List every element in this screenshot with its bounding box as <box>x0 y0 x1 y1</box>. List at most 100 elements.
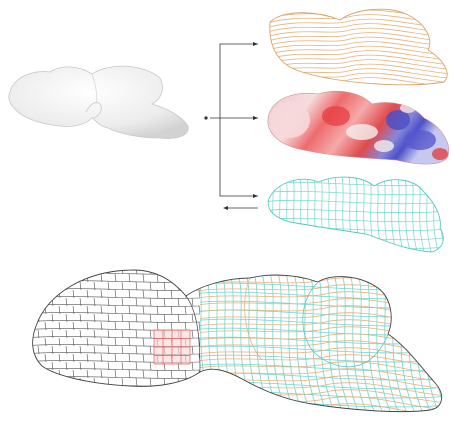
tile-joint <box>66 266 67 274</box>
tile-joint <box>213 338 214 346</box>
tile-joint <box>206 362 207 370</box>
mesh-line <box>439 172 447 258</box>
mesh-line <box>212 268 232 416</box>
mesh-line <box>436 268 451 416</box>
tile-joint <box>24 346 25 354</box>
mesh-line <box>411 172 419 258</box>
tile-joint <box>178 266 179 274</box>
contour-panel <box>262 9 451 87</box>
mesh-line <box>244 268 264 416</box>
mesh-line <box>262 245 450 248</box>
mesh-line <box>299 172 307 258</box>
tile-joint <box>73 274 74 282</box>
tile-joint <box>45 274 46 282</box>
arrow-to-contour <box>220 44 258 118</box>
mesh-line <box>252 268 272 416</box>
mesh-line <box>292 172 300 258</box>
mesh-line <box>348 268 368 416</box>
contour-line <box>180 383 451 396</box>
contour-line <box>180 376 451 389</box>
tile-joint <box>38 362 39 370</box>
tile-joint <box>38 266 39 274</box>
tile-joint <box>31 290 32 298</box>
tile-line <box>20 265 200 267</box>
arrowhead-mesh <box>253 194 258 198</box>
tile-joint <box>24 330 25 338</box>
tile-joint <box>31 274 32 282</box>
tile-joint <box>66 378 67 386</box>
tile-joint <box>24 314 25 322</box>
mesh-line <box>285 172 293 258</box>
tile-joint <box>185 386 186 394</box>
mesh-line <box>404 172 412 258</box>
mesh-line <box>262 209 450 212</box>
tile-joint <box>213 386 214 394</box>
mesh-line <box>334 172 342 258</box>
mesh-line <box>340 268 360 416</box>
tile-joint <box>192 378 193 386</box>
tile-joint <box>31 386 32 394</box>
tile-joint <box>213 290 214 298</box>
mesh-line <box>418 172 426 258</box>
tile-joint <box>94 266 95 274</box>
mesh-line <box>404 268 424 416</box>
tile-joint <box>31 354 32 362</box>
tile-joint <box>45 386 46 394</box>
junction-dot <box>204 116 207 119</box>
mesh-line <box>220 268 240 416</box>
mesh-line <box>262 227 450 230</box>
tile-joint <box>24 282 25 290</box>
arrowhead-contour <box>253 42 258 46</box>
mesh-line <box>262 236 450 239</box>
tile-joint <box>213 370 214 378</box>
input-surface-panel <box>9 66 188 138</box>
arrowhead-return <box>223 206 228 210</box>
mesh-line <box>425 172 433 258</box>
arrowhead-stress <box>253 116 258 120</box>
stress-analysis-panel <box>268 91 449 164</box>
arrow-connectors <box>204 42 258 210</box>
mesh-line <box>260 268 280 416</box>
mesh-line <box>396 268 416 416</box>
mesh-line <box>262 200 450 203</box>
tile-joint <box>45 370 46 378</box>
tile-joint <box>73 386 74 394</box>
tile-joint <box>31 338 32 346</box>
mesh-line <box>348 172 356 258</box>
mesh-line <box>180 328 451 335</box>
mesh-line <box>383 172 391 258</box>
mesh-line <box>444 268 451 416</box>
tile-joint <box>24 378 25 386</box>
tile-joint <box>38 282 39 290</box>
tile-joint <box>87 386 88 394</box>
tile-joint <box>199 274 200 282</box>
contour-line <box>180 404 451 417</box>
mesh-line <box>341 172 349 258</box>
mesh-line <box>313 172 321 258</box>
smooth-shell-surface <box>9 66 188 138</box>
tile-joint <box>24 298 25 306</box>
tile-joint <box>213 274 214 282</box>
mesh-line <box>306 172 314 258</box>
tile-joint <box>129 386 130 394</box>
tile-joint <box>157 386 158 394</box>
mesh-line <box>262 218 450 221</box>
mesh-line <box>262 182 450 185</box>
tile-joint <box>192 266 193 274</box>
mesh-line <box>327 172 335 258</box>
tile-joint <box>52 378 53 386</box>
mesh-panel <box>262 172 450 258</box>
mesh-line <box>262 191 450 194</box>
tile-joint <box>45 290 46 298</box>
tile-joint <box>206 378 207 386</box>
mesh-line <box>376 172 384 258</box>
tile-joint <box>38 378 39 386</box>
tile-joint <box>206 330 207 338</box>
tile-joint <box>52 266 53 274</box>
tile-joint <box>38 298 39 306</box>
tile-joint <box>101 386 102 394</box>
mesh-line <box>228 268 248 416</box>
tile-joint <box>24 266 25 274</box>
mesh-line <box>320 172 328 258</box>
